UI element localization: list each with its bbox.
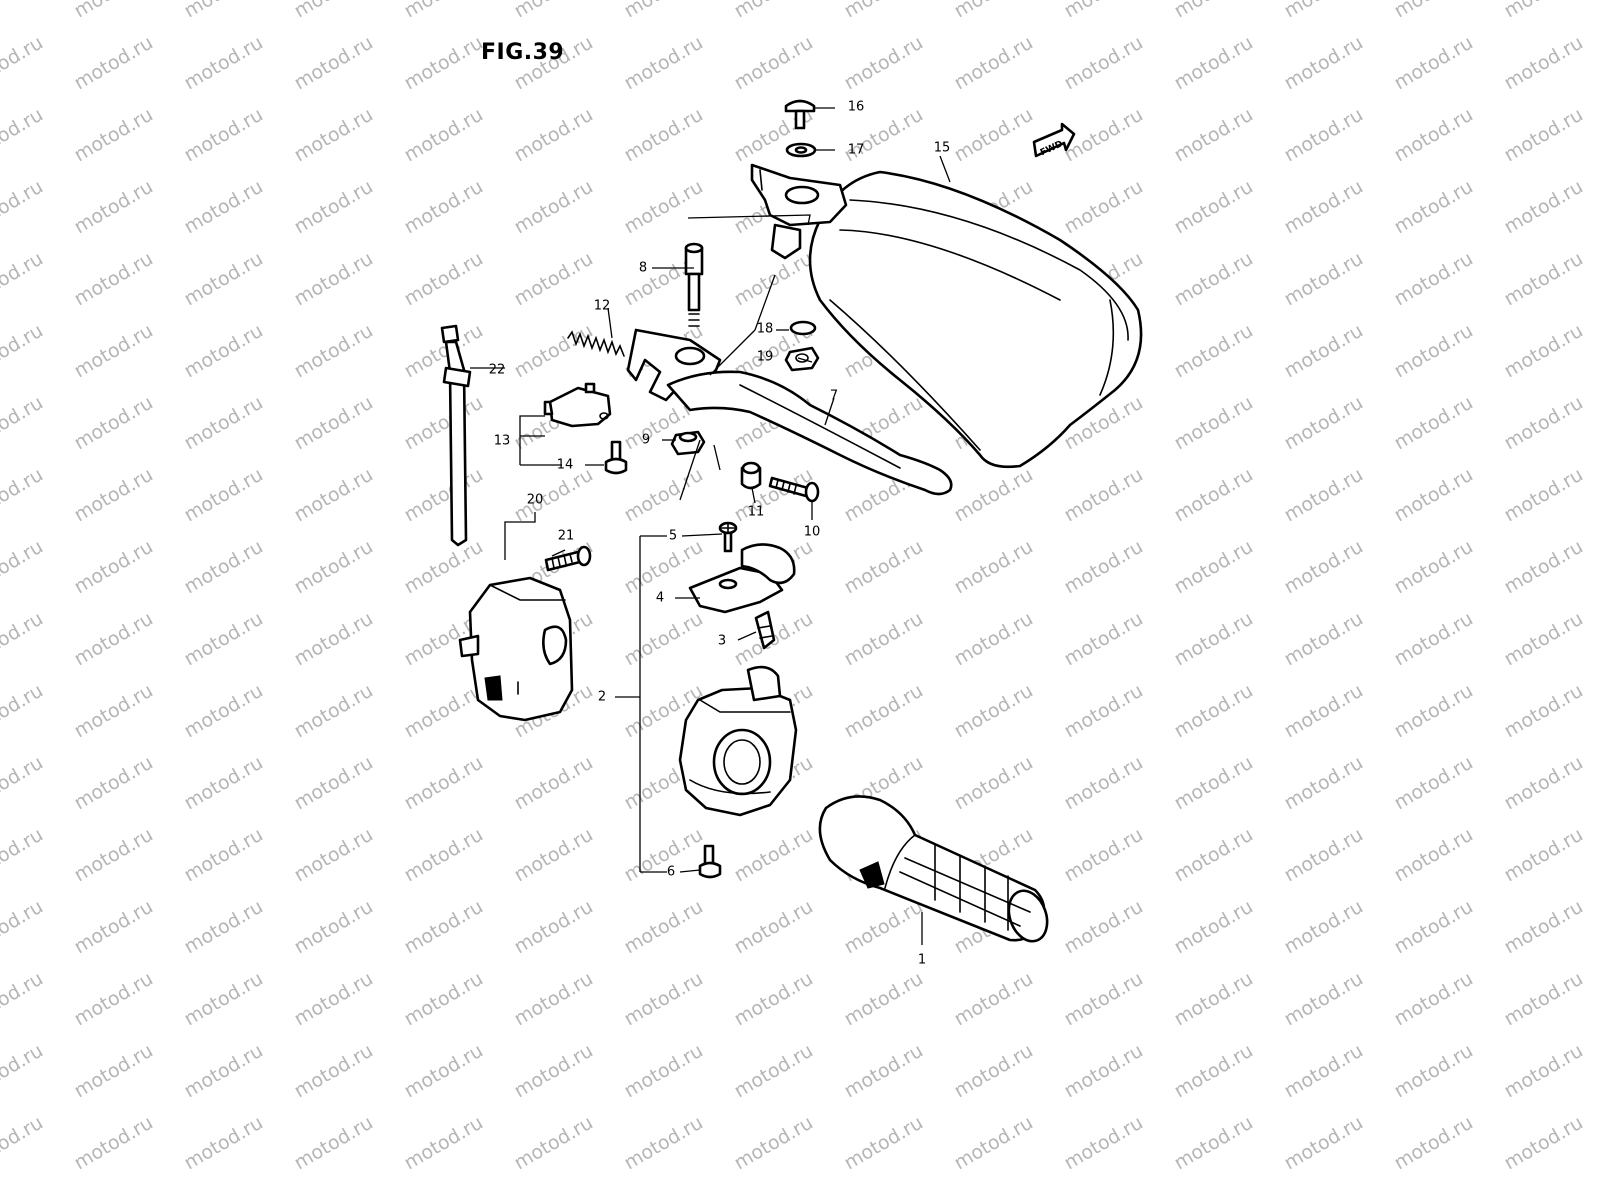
figure-title: FIG.39 (481, 40, 565, 65)
callout-12: 12 (593, 298, 611, 314)
nut-9 (670, 430, 706, 456)
bolt-10 (768, 476, 820, 503)
clutch-switch-13 (543, 382, 612, 428)
callout-9: 9 (641, 432, 651, 448)
washer-17 (785, 142, 817, 158)
clip-3 (754, 610, 776, 650)
callout-18: 18 (756, 321, 774, 337)
callout-14: 14 (556, 457, 574, 473)
callout-16: 16 (847, 99, 865, 115)
switch-housing-20 (458, 576, 574, 722)
callout-13: 13 (493, 433, 511, 449)
collar-11 (740, 461, 762, 490)
callout-21: 21 (557, 528, 575, 544)
screw-14 (604, 440, 628, 475)
screw-5 (718, 521, 738, 553)
screw-21 (544, 545, 592, 572)
bolt-8 (684, 242, 704, 327)
callout-19: 19 (756, 349, 774, 365)
callout-6: 6 (666, 864, 676, 880)
screw-6 (698, 844, 722, 879)
callout-2: 2 (597, 689, 607, 705)
hand-guard (808, 170, 1143, 469)
fwd-arrow-icon: FWD (1032, 122, 1076, 158)
screw-16 (784, 99, 816, 130)
handle-grip-1 (818, 795, 1049, 943)
callout-15: 15 (933, 140, 951, 156)
clutch-lever (666, 370, 953, 496)
callout-4: 4 (655, 590, 665, 606)
cable-holder-4 (688, 543, 796, 614)
callout-1: 1 (917, 952, 927, 968)
washer-18 (789, 320, 817, 336)
hand-guard-bracket (750, 163, 848, 260)
callout-22: 22 (488, 362, 506, 378)
callout-20: 20 (526, 492, 544, 508)
callout-17: 17 (847, 142, 865, 158)
callout-7: 7 (829, 388, 839, 404)
callout-5: 5 (668, 528, 678, 544)
callout-8: 8 (638, 260, 648, 276)
callout-10: 10 (803, 524, 821, 540)
cable-tie-22 (440, 324, 472, 547)
leader-lines (470, 107, 951, 945)
callout-3: 3 (717, 633, 727, 649)
clutch-housing-2 (678, 665, 798, 817)
callout-11: 11 (747, 504, 765, 520)
spring-12 (567, 330, 625, 357)
